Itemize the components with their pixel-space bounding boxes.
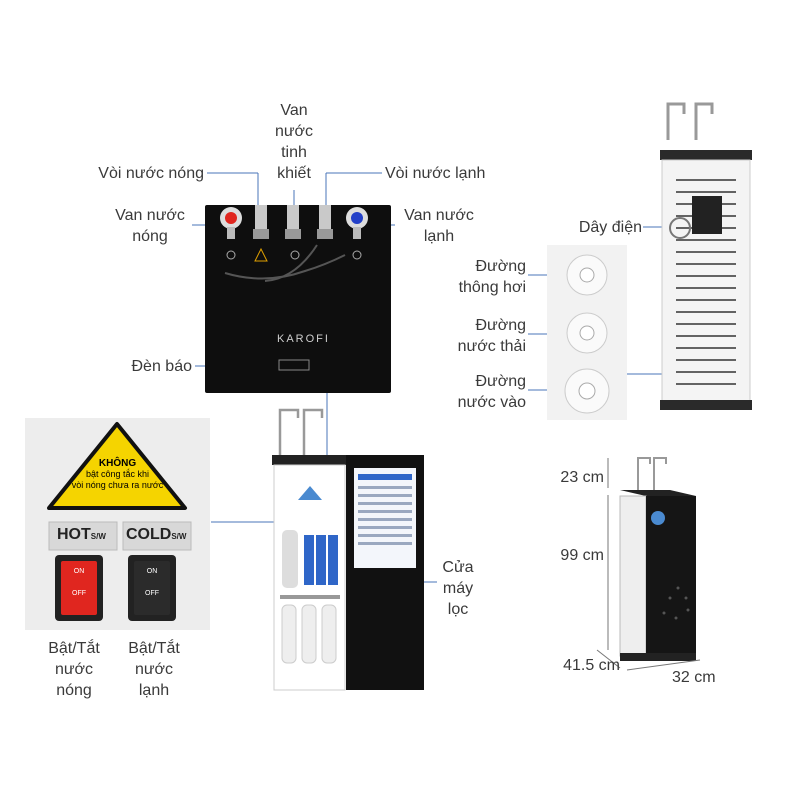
back-view-machine	[658, 100, 754, 415]
label-duong-nuoc-thai: Đường nước thải	[457, 317, 526, 355]
warning-text: KHÔNG bật công tắc khi vòi nóng chưa ra …	[71, 458, 164, 490]
back-ports-panel	[547, 245, 627, 420]
label-duong-nuoc-vao: Đường nước vào	[457, 373, 526, 411]
brand-logo: KAROFI	[277, 333, 330, 345]
warning-triangle-icon	[47, 422, 187, 510]
label-den-bao: Đèn báo	[131, 358, 193, 375]
dim-depth: 41.5 cm	[563, 657, 620, 674]
hot-switch-on[interactable]: ON	[73, 568, 85, 575]
label-van-nuoc-lanh: Van nước lạnh	[404, 207, 474, 245]
cold-sw-label: COLDS/W	[126, 526, 187, 543]
label-van-nuoc-tinh-khiet: Van nước tinh khiết	[274, 102, 314, 182]
label-voi-nuoc-lanh: Vòi nước lạnh	[385, 165, 486, 182]
label-bat-tat-nuoc-lanh: Bật/Tắt nước lạnh	[128, 640, 180, 699]
front-open-view	[270, 400, 435, 692]
hot-sw-label: HOTS/W	[57, 526, 106, 543]
front-open-drawing	[272, 408, 424, 691]
label-van-nuoc-nong: Van nước nóng	[115, 207, 185, 245]
hot-switch-off[interactable]: OFF	[72, 590, 86, 597]
top-panel-drawing	[220, 205, 368, 371]
dim-width: 32 cm	[672, 669, 716, 686]
back-ports-drawing	[564, 254, 610, 414]
cold-switch-off[interactable]: OFF	[145, 590, 159, 597]
label-cua-may-loc: Cửa máy lọc	[442, 559, 474, 618]
label-duong-thong-hoi: Đường thông hơi	[458, 258, 526, 296]
back-view-drawing	[660, 102, 752, 410]
label-day-dien: Dây điện	[578, 219, 642, 236]
cold-switch-on[interactable]: ON	[146, 568, 158, 575]
label-bat-tat-nuoc-nong: Bật/Tắt nước nóng	[48, 640, 100, 699]
top-control-panel: KAROFI	[205, 205, 391, 393]
label-voi-nuoc-nong: Vòi nước nóng	[98, 165, 204, 182]
switch-panel-drawing	[47, 422, 192, 621]
switch-panel: KHÔNG bật công tắc khi vòi nóng chưa ra …	[25, 418, 210, 630]
dimension-view-machine	[600, 448, 712, 673]
dim-top: 23 cm	[560, 469, 604, 486]
dimension-view-drawing	[619, 457, 696, 661]
dim-height: 99 cm	[560, 547, 604, 564]
